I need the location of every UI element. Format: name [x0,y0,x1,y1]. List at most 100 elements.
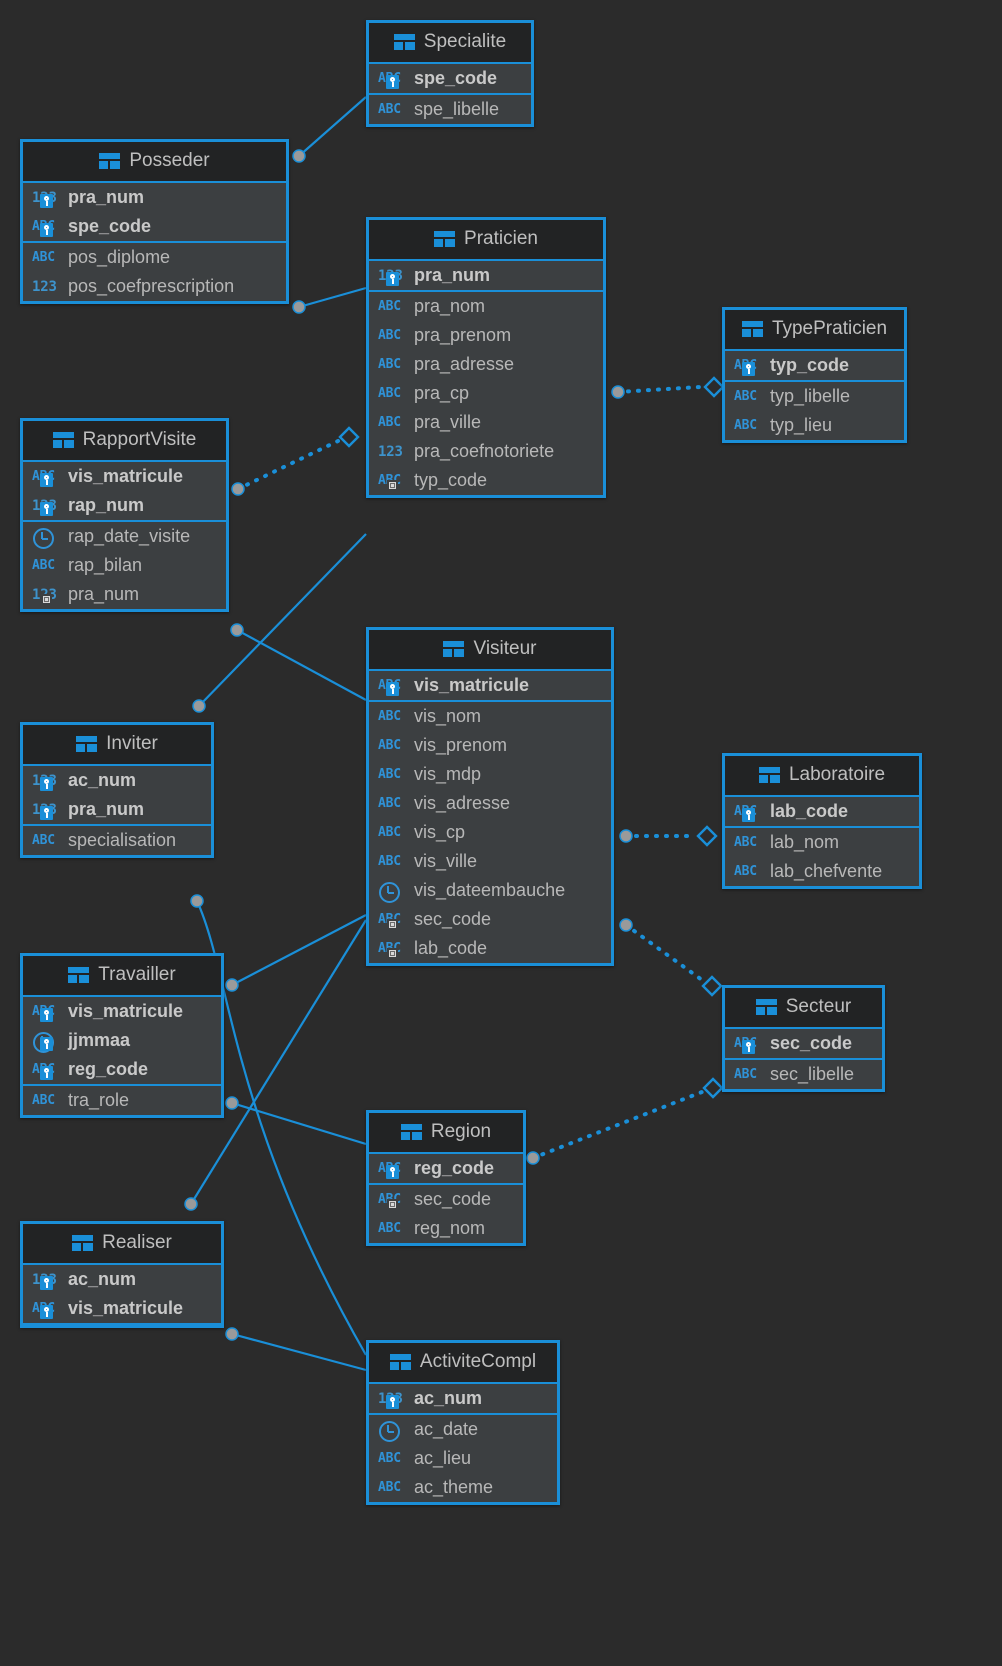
entity-table-rapportvisite[interactable]: RapportVisiteABCvis_matricule123rap_numr… [20,418,229,612]
relationship-endpoint-dot[interactable] [619,829,633,843]
entity-table-visiteur[interactable]: VisiteurABCvis_matriculeABCvis_nomABCvis… [366,627,614,966]
relationship-line[interactable] [231,1101,367,1146]
relationship-endpoint-diamond[interactable] [702,1077,724,1099]
table-header[interactable]: ActiviteCompl [369,1343,557,1384]
relationship-endpoint-diamond[interactable] [703,376,725,398]
primary-key-row[interactable]: jjmmaa [23,1026,221,1055]
relationship-endpoint-dot[interactable] [611,385,625,399]
primary-key-row[interactable]: 123rap_num [23,491,226,520]
relationship-endpoint-dot[interactable] [292,300,306,314]
relationship-endpoint-dot[interactable] [190,894,204,908]
entity-table-laboratoire[interactable]: LaboratoireABClab_codeABClab_nomABClab_c… [722,753,922,889]
entity-table-praticien[interactable]: Praticien123pra_numABCpra_nomABCpra_pren… [366,217,606,498]
relationship-endpoint-diamond[interactable] [338,426,360,448]
table-header[interactable]: Specialite [369,23,531,64]
primary-key-row[interactable]: 123ac_num [369,1384,557,1413]
relationship-endpoint-diamond[interactable] [701,975,723,997]
table-header[interactable]: Visiteur [369,630,611,671]
relationship-endpoint-dot[interactable] [225,978,239,992]
relationship-line[interactable] [231,1332,367,1372]
entity-table-activitecompl[interactable]: ActiviteCompl123ac_numac_dateABCac_lieuA… [366,1340,560,1505]
relationship-endpoint-diamond[interactable] [696,825,718,847]
table-header[interactable]: Praticien [369,220,603,261]
table-header[interactable]: Secteur [725,988,882,1029]
relationship-line[interactable] [298,286,367,309]
relationship-line[interactable] [531,1090,704,1160]
table-header[interactable]: Posseder [23,142,286,183]
entity-table-posseder[interactable]: Posseder123pra_numABCspe_codeABCpos_dipl… [20,139,289,304]
relationship-endpoint-dot[interactable] [192,699,206,713]
relationship-endpoint-dot[interactable] [230,623,244,637]
table-header[interactable]: Region [369,1113,523,1154]
relationship-endpoint-dot[interactable] [619,918,633,932]
entity-table-realiser[interactable]: Realiser123ac_numABCvis_matricule [20,1221,224,1328]
relationship-endpoint-dot[interactable] [231,482,245,496]
relationship-endpoint-dot[interactable] [225,1096,239,1110]
relationship-line[interactable] [616,385,702,394]
field-row[interactable]: rap_date_visite [23,522,226,551]
relationship-line[interactable] [236,629,367,701]
entity-table-inviter[interactable]: Inviter123ac_num123pra_numABCspecialisat… [20,722,214,858]
relationship-line[interactable] [298,96,367,157]
relationship-endpoint-dot[interactable] [184,1197,198,1211]
relationship-line[interactable] [231,914,367,986]
table-header[interactable]: RapportVisite [23,421,226,462]
relationship-line[interactable] [624,923,704,982]
table-header[interactable]: Laboratoire [725,756,919,797]
field-row[interactable]: ac_date [369,1415,557,1444]
table-header[interactable]: TypePraticien [725,310,904,351]
primary-key-row[interactable]: 123ac_num [23,766,211,795]
table-header[interactable]: Travailler [23,956,221,997]
relationship-endpoint-dot[interactable] [225,1327,239,1341]
entity-table-travailler[interactable]: TravaillerABCvis_matriculejjmmaaABCreg_c… [20,953,224,1118]
field-row[interactable]: vis_dateembauche [369,876,611,905]
relationship-line[interactable] [236,439,340,491]
entity-table-typepraticien[interactable]: TypePraticienABCtyp_codeABCtyp_libelleAB… [722,307,907,443]
table-header[interactable]: Realiser [23,1224,221,1265]
relationship-endpoint-dot[interactable] [292,149,306,163]
